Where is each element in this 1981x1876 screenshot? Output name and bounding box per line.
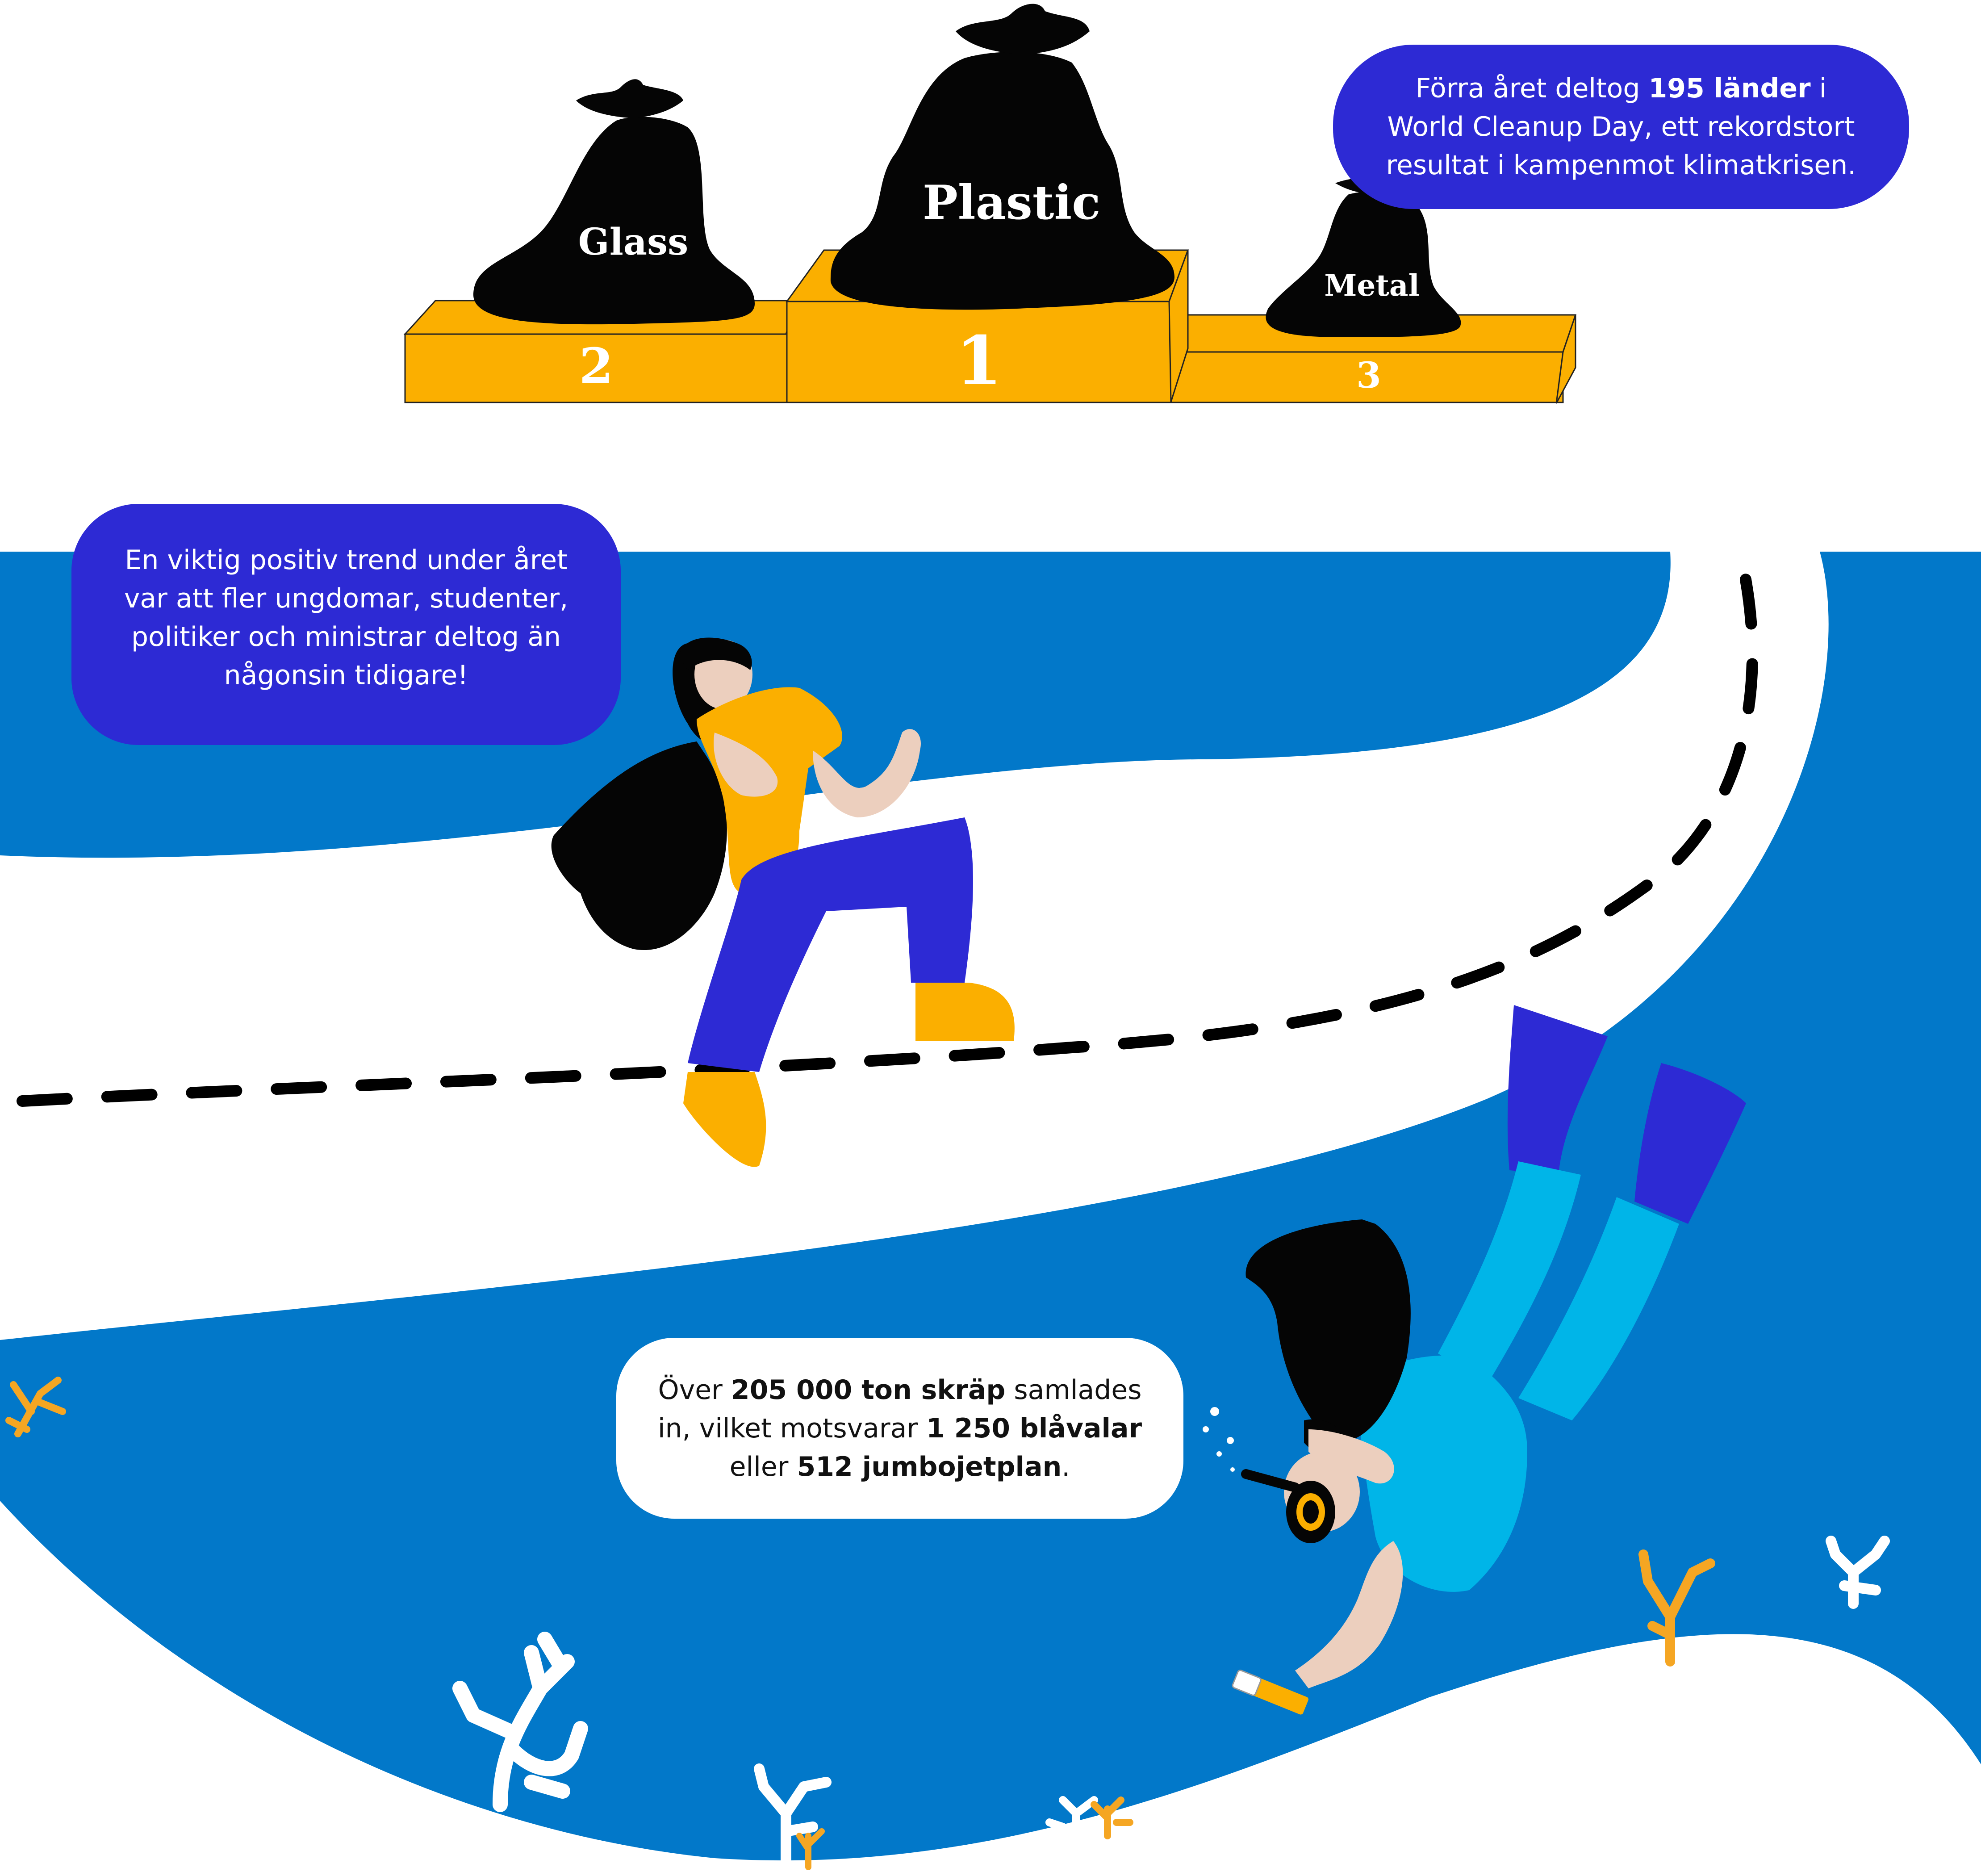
fact-trash-post: . bbox=[1062, 1451, 1070, 1482]
podium-step-1 bbox=[786, 301, 1172, 403]
seabed bbox=[0, 1501, 1981, 1876]
fact-trash-pre: Över bbox=[658, 1374, 731, 1406]
podium-rank-3: 3 bbox=[1356, 354, 1381, 396]
fact-trash-text: Över 205 000 ton skräp samlades in, vilk… bbox=[648, 1371, 1152, 1486]
fact-trash-bold-jets: 512 jumbojetplan bbox=[797, 1451, 1062, 1482]
cigarette-icon bbox=[1232, 1669, 1308, 1715]
coral-orange-right bbox=[1638, 1549, 1715, 1667]
fact-countries-pre: Förra året deltog bbox=[1415, 73, 1649, 104]
fact-countries-bold: 195 länder bbox=[1648, 73, 1811, 104]
trash-bag-icon bbox=[473, 117, 755, 325]
podium-rank-2: 2 bbox=[579, 337, 614, 395]
trash-bag-label-plastic: Plastic bbox=[923, 175, 1100, 230]
fact-trash-bold-tonnage: 205 000 ton skräp bbox=[731, 1374, 1006, 1406]
coral-orange-left bbox=[5, 1377, 66, 1437]
podium-step-3 bbox=[1170, 351, 1564, 403]
snorkel-mask-icon bbox=[1241, 1469, 1335, 1543]
fact-trend-text: En viktig positiv trend under året var a… bbox=[124, 544, 568, 691]
road-dashed-line bbox=[17, 544, 1758, 1107]
fact-bubble-trash: Över 205 000 ton skräp samlades in, vilk… bbox=[616, 1338, 1183, 1519]
fact-bubble-trend: En viktig positiv trend under året var a… bbox=[71, 504, 621, 745]
podium-step-2 bbox=[404, 333, 788, 403]
bubble-dot bbox=[1216, 1451, 1222, 1457]
trash-bag-label-metal: Metal bbox=[1324, 268, 1419, 303]
podium-step-1-side bbox=[1168, 250, 1189, 402]
bubble-dot bbox=[1210, 1407, 1219, 1416]
podium-rank-1: 1 bbox=[956, 322, 1002, 400]
fact-countries-post: i World Cleanup Day, ett rekordstort res… bbox=[1386, 73, 1856, 181]
bubble-dot bbox=[1230, 1467, 1235, 1472]
coral-white-middle bbox=[754, 1763, 832, 1868]
fact-trash-mid2: eller bbox=[729, 1451, 797, 1482]
bubble-dot bbox=[1203, 1426, 1209, 1432]
trash-bag-glass: Glass bbox=[473, 79, 755, 325]
fact-trash-bold-whales: 1 250 blåvalar bbox=[926, 1412, 1142, 1444]
coral-white-right bbox=[1826, 1536, 1890, 1609]
fact-countries-text: Förra året deltog 195 länder i World Cle… bbox=[1373, 69, 1869, 184]
fact-trash-mid1: samlades in, vilket motsvarar bbox=[657, 1374, 1142, 1444]
woman-icon bbox=[551, 637, 1015, 1167]
trash-bag-icon bbox=[1266, 191, 1461, 337]
coral-icon bbox=[5, 1377, 1890, 1870]
podium-step-3-side bbox=[1555, 314, 1576, 404]
trash-bag-metal: Metal bbox=[1266, 174, 1461, 337]
fact-bubble-countries: Förra året deltog 195 länder i World Cle… bbox=[1333, 45, 1909, 209]
coral-white-small bbox=[1045, 1796, 1098, 1844]
diver-icon bbox=[1203, 1005, 1746, 1688]
coral-white-large bbox=[452, 1632, 588, 1812]
trash-bag-icon bbox=[831, 52, 1174, 310]
coral-orange-middle bbox=[796, 1828, 825, 1870]
trash-bag-label-glass: Glass bbox=[578, 221, 689, 264]
bubble-dot bbox=[1227, 1437, 1234, 1444]
trash-bag-plastic: Plastic bbox=[831, 4, 1174, 310]
coral-orange-small bbox=[1091, 1796, 1133, 1839]
